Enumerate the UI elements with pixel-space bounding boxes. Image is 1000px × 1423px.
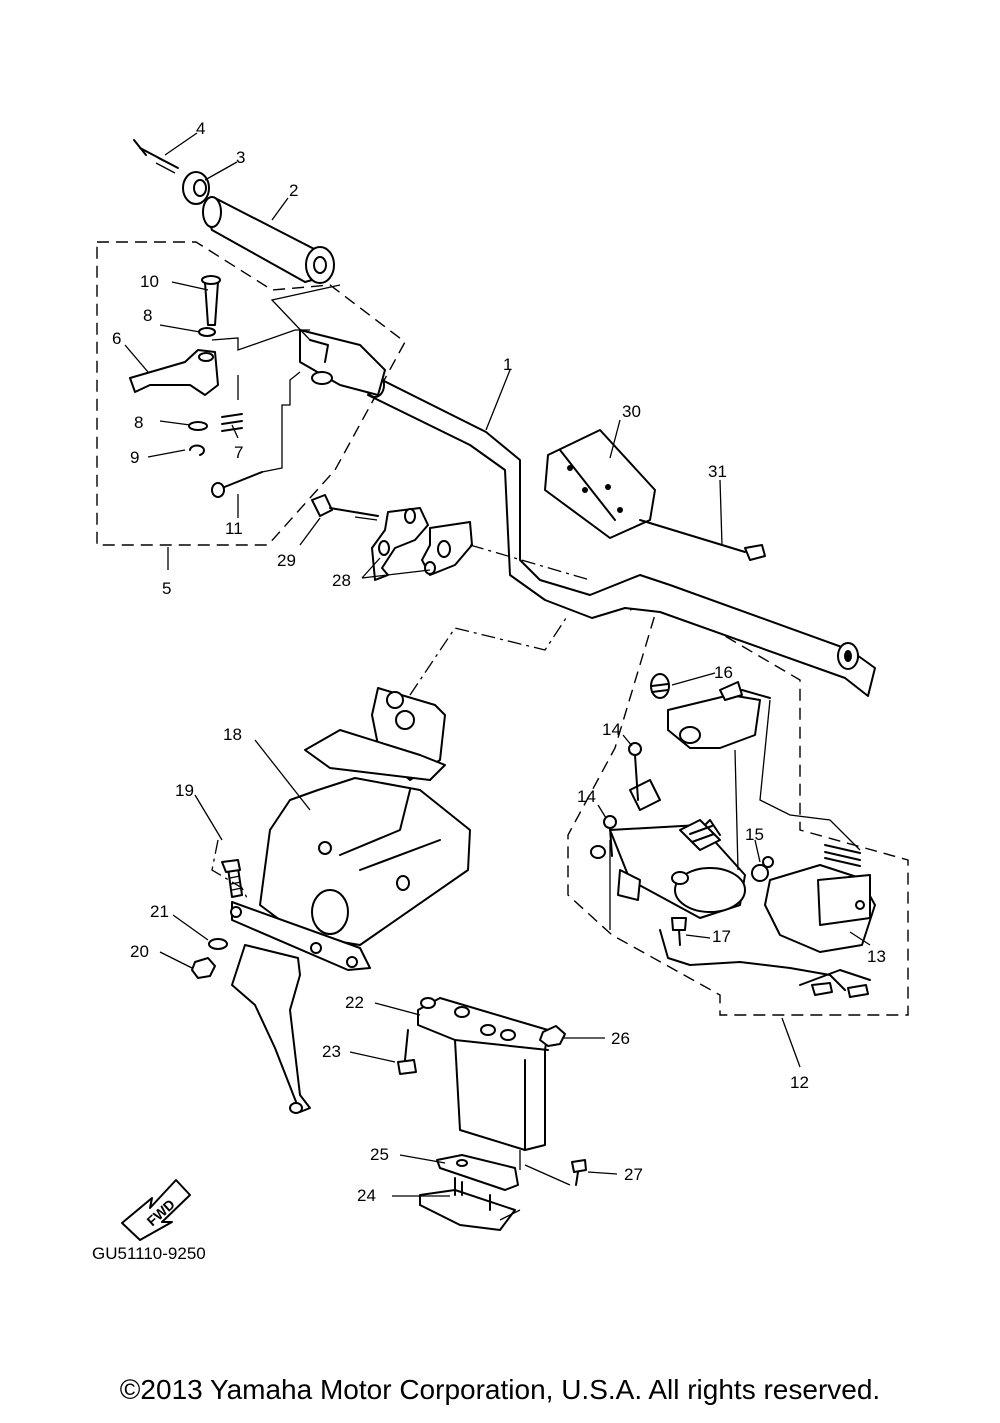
- column-washer: [208, 938, 228, 950]
- column-bolt: [221, 859, 243, 898]
- callout-13: 13: [867, 947, 886, 966]
- cable-tie: [639, 519, 766, 561]
- callout-19: 19: [175, 781, 194, 800]
- leader-lines-group5: [211, 284, 341, 473]
- callout-12: 12: [790, 1073, 809, 1092]
- callout-28: 28: [332, 571, 351, 590]
- callout-24: 24: [357, 1186, 376, 1205]
- callout-6: 6: [112, 329, 121, 348]
- grip-bolt: [133, 139, 179, 174]
- switch-body: [609, 779, 746, 919]
- handlebar-pad: [544, 429, 656, 539]
- callout-7: 7: [234, 443, 243, 462]
- switch-housing: [667, 681, 771, 749]
- leader-lines-group12: [609, 699, 861, 930]
- plate-screw: [571, 1159, 587, 1186]
- callout-14b: 14: [577, 787, 596, 806]
- callout-8b: 8: [134, 413, 143, 432]
- group-box-12: [567, 596, 909, 1016]
- callout-16: 16: [714, 663, 733, 682]
- switch-cap: [650, 673, 670, 699]
- callout-18: 18: [223, 725, 242, 744]
- leader-line-plate: [499, 1150, 571, 1221]
- steering-column: [230, 687, 471, 1114]
- callout-29: 29: [277, 551, 296, 570]
- washer-upper: [198, 327, 216, 337]
- callout-11: 11: [225, 519, 243, 538]
- callout-9: 9: [130, 448, 139, 467]
- callout-27: 27: [624, 1165, 643, 1184]
- bracket: [417, 997, 549, 1151]
- callout-20: 20: [130, 942, 149, 961]
- callout-30: 30: [622, 402, 641, 421]
- throttle-housing: [299, 329, 386, 396]
- callout-25: 25: [370, 1145, 389, 1164]
- callout-4: 4: [196, 119, 205, 138]
- switch-screw-b: [603, 815, 617, 857]
- washer-lower: [188, 421, 208, 431]
- leader-line-column: [409, 614, 569, 696]
- callout-8a: 8: [143, 306, 152, 325]
- handlebar-holder: [371, 507, 473, 581]
- fwd-arrow-icon: FWD: [121, 1179, 191, 1241]
- housing-screw: [211, 471, 263, 498]
- holder-bolt: [311, 494, 379, 521]
- callout-14a: 14: [602, 720, 621, 739]
- switch-lower-screw: [671, 917, 687, 946]
- circlip: [189, 444, 205, 456]
- callout-23: 23: [322, 1042, 341, 1061]
- callout-22: 22: [345, 993, 364, 1012]
- mounting-plate: [419, 1177, 516, 1231]
- lower-plate: [436, 1154, 519, 1191]
- callout-10: 10: [140, 272, 159, 291]
- copyright-notice: ©2013 Yamaha Motor Corporation, U.S.A. A…: [119, 1374, 881, 1405]
- callout-3: 3: [236, 148, 245, 167]
- column-nut: [191, 957, 216, 979]
- callout-31: 31: [708, 462, 727, 481]
- lever-pin: [201, 275, 221, 326]
- callout-5: 5: [162, 579, 171, 598]
- leader-line-bolt: [211, 839, 249, 901]
- spring: [221, 413, 243, 432]
- callout-15: 15: [745, 825, 764, 844]
- diagram-code: GU51110-9250: [92, 1244, 206, 1263]
- grommet: [751, 856, 774, 882]
- lanyard-switch: [764, 844, 876, 953]
- bracket-nut: [539, 1025, 566, 1047]
- leader-line-holder: [469, 544, 591, 581]
- callout-2: 2: [289, 181, 298, 200]
- callout-leaders: [124, 132, 871, 1197]
- switch-clip: [590, 845, 606, 859]
- switch-wire: [659, 929, 871, 998]
- callout-21: 21: [150, 902, 169, 921]
- callout-labels: 1 2 3 4 5 6 7 8 8 9 10 11 12 13 14 14 15…: [112, 119, 886, 1205]
- callout-26: 26: [611, 1029, 630, 1048]
- grip: [202, 196, 335, 284]
- callout-17: 17: [712, 927, 731, 946]
- throttle-lever: [129, 349, 219, 396]
- callout-1: 1: [503, 355, 512, 374]
- collar-washer: [182, 171, 210, 205]
- bracket-bolt: [397, 1029, 417, 1075]
